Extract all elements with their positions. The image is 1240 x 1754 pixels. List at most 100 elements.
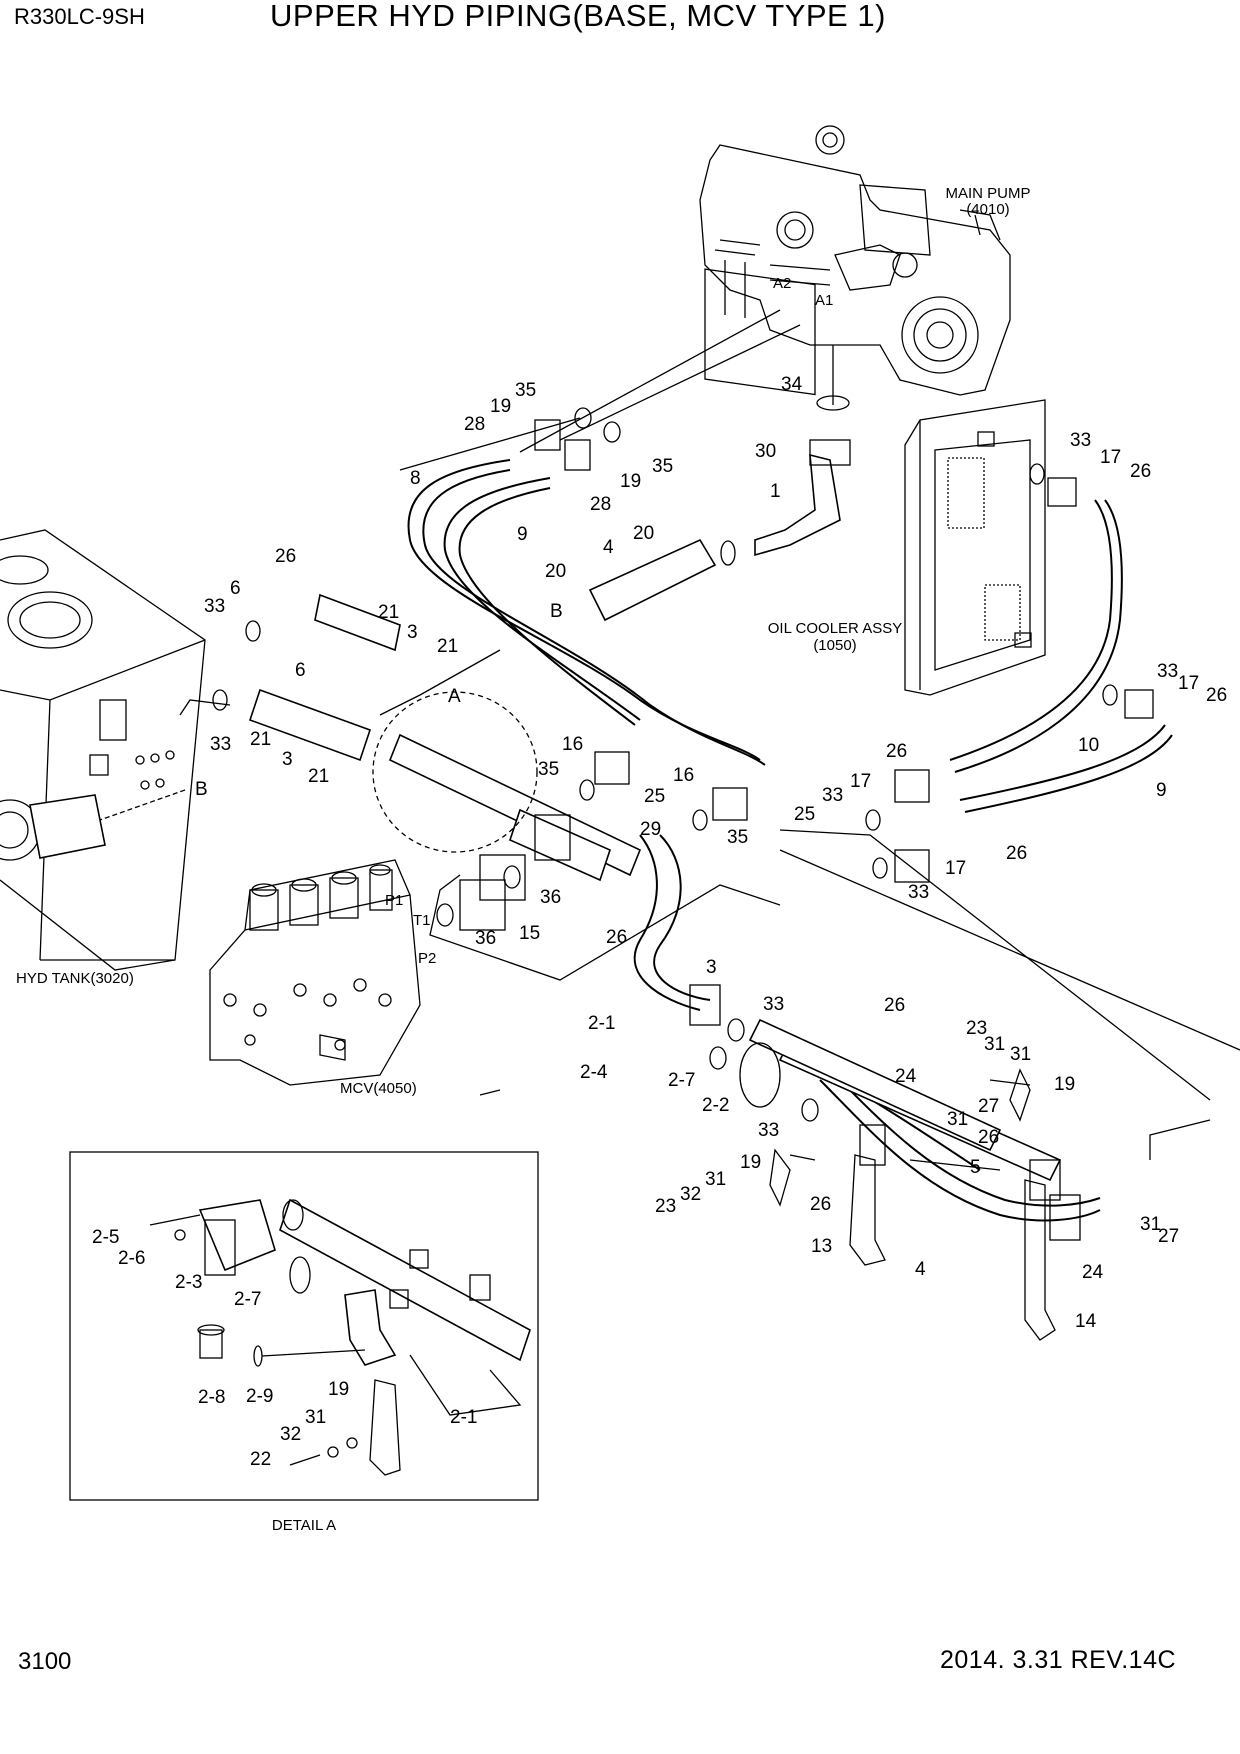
- part-label-2-6: 2-6: [118, 1248, 145, 1269]
- part-label-34: 33: [1070, 430, 1091, 451]
- part-label-30: 27: [1158, 1226, 1179, 1247]
- part-label-2-7: 2-7: [234, 1289, 261, 1310]
- part-label-21: 21: [250, 729, 271, 750]
- part-label-35: 36: [540, 887, 561, 908]
- part-label-2-1: 2-1: [450, 1407, 477, 1428]
- part-label-26: 26: [1130, 461, 1151, 482]
- part-label-24: 24: [1082, 1262, 1104, 1283]
- part-label-18: 19: [620, 471, 641, 492]
- part-label-34: 33: [1157, 661, 1178, 682]
- part-number-labels: 35 19 28 35 19 28 34 30 1 8 9 20 4 20 33…: [92, 374, 1227, 1470]
- part-label-2-4: 2-4: [580, 1062, 608, 1083]
- part-label-36: 35: [538, 759, 559, 780]
- part-label-25: 25: [794, 804, 815, 825]
- part-label-18: 19: [490, 396, 511, 417]
- part-label-25: 25: [644, 786, 665, 807]
- part-label-24: 24: [895, 1066, 917, 1087]
- part-label-12: 4: [603, 537, 614, 558]
- main-pump-caption: MAIN PUMP (4010) A2 A1: [773, 185, 1031, 309]
- part-label-32: 31: [984, 1034, 1005, 1055]
- part-label-31: 31: [947, 1109, 968, 1130]
- part-label-2-7: 2-7: [668, 1070, 695, 1091]
- part-label-31: 31: [1140, 1214, 1161, 1235]
- port-p1-label: P1: [385, 892, 403, 909]
- part-label-34: 33: [763, 994, 784, 1015]
- part-label-8: 9: [517, 524, 528, 545]
- part-label-2-1: 2-1: [588, 1013, 615, 1034]
- part-label-6: 6: [295, 660, 306, 681]
- ref-b-tank: B: [195, 779, 208, 800]
- part-label-17: 17: [1178, 673, 1199, 694]
- part-label-20: 20: [545, 561, 566, 582]
- mcv-label: MCV(4050): [340, 1080, 417, 1097]
- oil-cooler-label: OIL COOLER ASSY: [768, 620, 903, 637]
- o-rings: [212, 395, 1118, 1122]
- page-title: UPPER HYD PIPING(BASE, MCV TYPE 1): [270, 0, 886, 33]
- part-label-1: 1: [770, 481, 781, 502]
- part-label-36: 35: [515, 380, 536, 401]
- part-label-11: 3: [282, 749, 293, 770]
- part-label-10: 10: [1078, 735, 1099, 756]
- part-label-2-8: 2-8: [198, 1387, 225, 1408]
- part-label-27: 28: [464, 414, 485, 435]
- model-number: R330LC-9SH: [14, 4, 145, 29]
- main-pump-code: (4010): [966, 201, 1009, 218]
- part-label-26: 26: [275, 546, 296, 567]
- part-label-15: 15: [519, 923, 540, 944]
- revision-date: 2014. 3.31 REV.14C: [940, 1646, 1177, 1674]
- detail-a-circle: [372, 691, 538, 853]
- part-label-26: 26: [606, 927, 627, 948]
- part-label-31: 31: [305, 1407, 326, 1428]
- port-p2-label: P2: [418, 950, 436, 967]
- port-a1-label: A1: [815, 292, 833, 309]
- part-label-14: 14: [1075, 1311, 1097, 1332]
- part-label-34: 33: [908, 882, 929, 903]
- part-label-19: 19: [740, 1152, 761, 1173]
- part-label-31: 31: [705, 1169, 726, 1190]
- part-label-19: 19: [1054, 1074, 1075, 1095]
- detail-a-box: [69, 1151, 539, 1501]
- leader-lines: [99, 309, 1240, 1171]
- part-label-9: 9: [1156, 780, 1167, 801]
- part-label-34: 33: [758, 1120, 779, 1141]
- part-label-22: 22: [250, 1449, 271, 1470]
- part-label-20: 20: [633, 523, 654, 544]
- part-label-4: 4: [915, 1259, 926, 1280]
- part-label-17: 17: [850, 771, 871, 792]
- part-label-2-9: 2-9: [246, 1386, 273, 1407]
- part-label-32: 32: [280, 1424, 301, 1445]
- part-label-31: 31: [1010, 1044, 1031, 1065]
- part-label-6: 6: [230, 578, 241, 599]
- detail-a-marker: A: [448, 686, 461, 707]
- part-label-26: 26: [884, 995, 905, 1016]
- part-label-23: 23: [966, 1018, 987, 1039]
- part-label-16: 16: [673, 765, 694, 786]
- part-label-7: 8: [410, 468, 421, 489]
- part-label-23: 23: [655, 1196, 676, 1217]
- oil-cooler-code: (1050): [813, 637, 856, 654]
- part-label-5: 5: [970, 1157, 981, 1178]
- part-label-17: 17: [1100, 447, 1121, 468]
- part-label-33: 34: [781, 374, 803, 395]
- part-label-26: 26: [1206, 685, 1227, 706]
- hoses-and-pipes: [248, 439, 1173, 1241]
- part-label-26: 26: [886, 741, 907, 762]
- part-label-11: 3: [407, 622, 418, 643]
- part-label-19: 19: [328, 1379, 349, 1400]
- ref-b-hose: B: [550, 601, 563, 622]
- hyd-tank-label: HYD TANK(3020): [16, 970, 134, 987]
- part-label-30: 27: [978, 1096, 999, 1117]
- clamps-and-brackets: [534, 419, 1154, 1341]
- part-label-34: 33: [822, 785, 843, 806]
- port-a2-label: A2: [773, 275, 791, 292]
- page-number: 3100: [18, 1648, 72, 1675]
- part-label-2-2: 2-2: [702, 1095, 729, 1116]
- part-label-34: 33: [204, 596, 225, 617]
- detail-a-caption: DETAIL A: [272, 1517, 336, 1534]
- part-label-28: 29: [640, 819, 661, 840]
- part-label-26: 26: [810, 1194, 831, 1215]
- part-label-36: 35: [652, 456, 673, 477]
- part-label-21: 21: [308, 766, 329, 787]
- part-label-2-5: 2-5: [92, 1227, 119, 1248]
